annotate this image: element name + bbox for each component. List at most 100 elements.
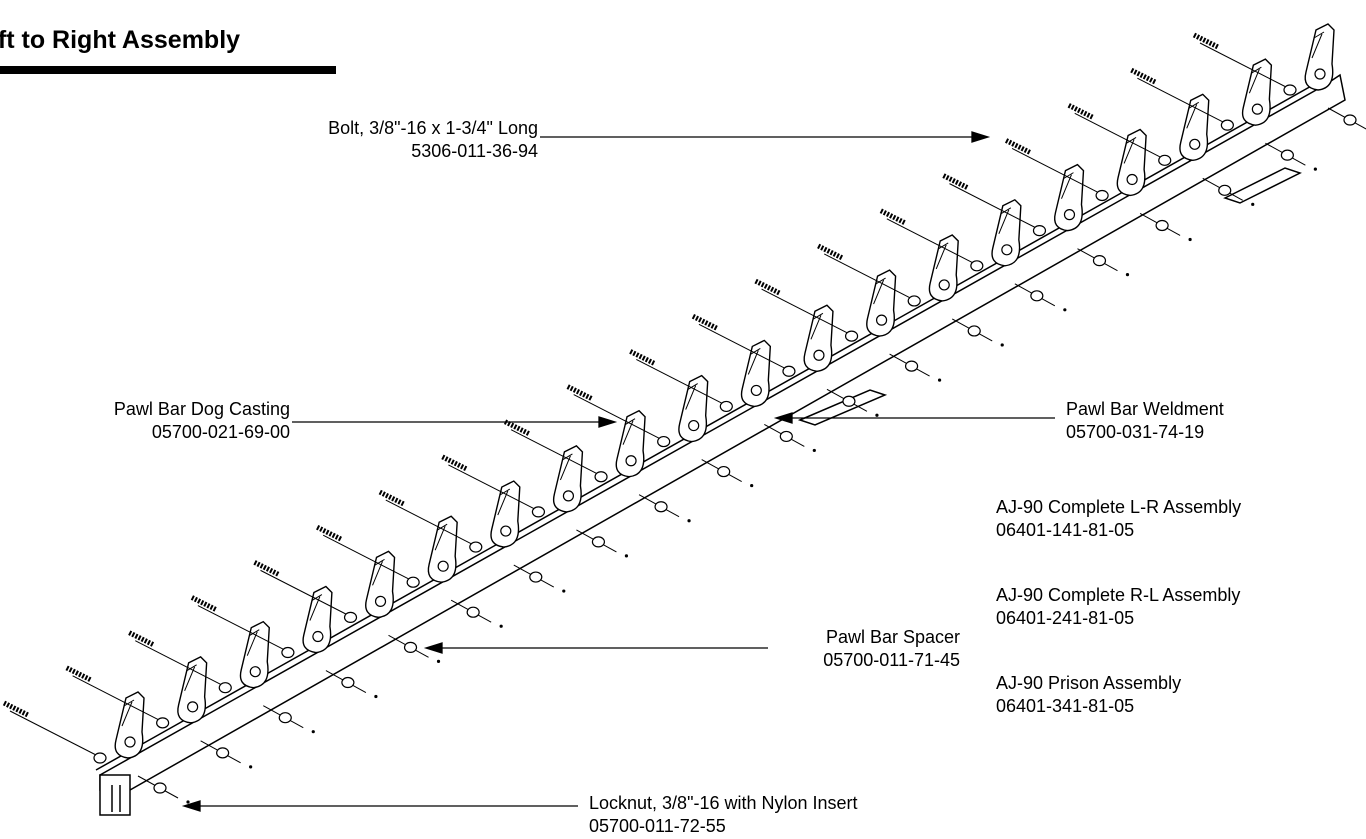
- washer: [1095, 189, 1109, 202]
- bolt-shank: [573, 394, 662, 441]
- dog-casting: [803, 304, 834, 372]
- bolt-shank: [385, 499, 475, 546]
- dog-slot-edge: [1061, 174, 1072, 199]
- bolt-shank: [886, 218, 976, 265]
- bolt-thread: [253, 560, 280, 577]
- dog-slot: [750, 347, 761, 355]
- spacer: [1280, 149, 1294, 161]
- spacer: [967, 325, 981, 337]
- dog-slot: [311, 594, 323, 601]
- dog-slot-edge: [559, 455, 571, 481]
- dog-casting: [302, 585, 333, 654]
- dog-casting: [365, 550, 396, 619]
- bolt-thread: [378, 489, 405, 507]
- spacer: [842, 395, 856, 407]
- bolt-thread: [128, 630, 155, 647]
- bolt-shank: [698, 323, 788, 370]
- dog-casting: [1179, 93, 1210, 162]
- washer: [343, 611, 358, 623]
- bolt-shank: [197, 605, 287, 651]
- bolt-shank: [1199, 42, 1289, 89]
- locknut-part-number: 05700-011-72-55: [589, 816, 726, 836]
- spacer: [153, 782, 167, 794]
- spacer: [278, 712, 292, 724]
- locknut: [499, 624, 503, 628]
- dog-casting: [427, 515, 458, 583]
- weldment-callout: Pawl Bar Weldment 05700-031-74-19: [1066, 398, 1224, 444]
- dog-casting: [928, 234, 959, 302]
- washer: [719, 400, 733, 413]
- spacer-callout: Pawl Bar Spacer 05700-011-71-45: [823, 626, 960, 672]
- dog-casting: [1241, 58, 1273, 126]
- bolt-thread: [503, 419, 531, 436]
- bolt-thread: [879, 208, 906, 226]
- bolt-thread: [2, 700, 30, 718]
- locknut: [1000, 343, 1004, 347]
- dog-pivot-hole: [1126, 173, 1138, 186]
- dog-pivot-hole: [562, 490, 575, 502]
- dog-slot-edge: [497, 490, 509, 516]
- dog-pivot-hole: [1251, 103, 1263, 115]
- dog-casting: [239, 620, 270, 689]
- weldment-part-number: 05700-031-74-19: [1066, 422, 1205, 442]
- locknut: [311, 730, 315, 734]
- assembly-lr-name: AJ-90 Complete L-R Assembly: [996, 497, 1242, 517]
- locknut: [1251, 202, 1255, 206]
- dog-pivot-hole: [312, 630, 324, 643]
- dog-pivot-hole: [187, 701, 199, 713]
- dog-slot-edge: [810, 315, 822, 340]
- dog-slot: [374, 558, 385, 566]
- bolt-shank: [1137, 77, 1226, 124]
- dog-casting: [114, 691, 145, 759]
- locknut: [937, 378, 942, 382]
- dog-slot: [1313, 31, 1325, 39]
- spacer-name: Pawl Bar Spacer: [825, 627, 960, 647]
- dog-slot: [937, 242, 949, 250]
- bolt-shank: [322, 534, 412, 581]
- dog-slot: [1251, 66, 1262, 74]
- dog-slot: [812, 312, 824, 320]
- washer: [93, 752, 107, 764]
- assembly-rl-name: AJ-90 Complete R-L Assembly: [996, 585, 1241, 605]
- washer: [782, 365, 796, 377]
- washer: [907, 295, 921, 307]
- dog-pivot-hole: [124, 736, 136, 748]
- washer: [281, 646, 295, 659]
- spacer: [216, 747, 230, 759]
- bolt-shank: [823, 253, 913, 300]
- washer: [1032, 225, 1047, 237]
- bolt-thread: [1067, 103, 1094, 120]
- locknut-name: Locknut, 3/8"-16 with Nylon Insert: [589, 793, 858, 813]
- dog-casting: [552, 445, 584, 513]
- bolt-arrowhead: [971, 131, 991, 143]
- bolt-shank: [761, 288, 850, 335]
- dog-slot-edge: [685, 385, 697, 410]
- spacer: [779, 430, 793, 443]
- assembly-rl-part-number: 06401-241-81-05: [996, 608, 1135, 628]
- spacer: [1155, 219, 1169, 232]
- dog-pivot-hole: [938, 279, 950, 291]
- bolt-thread: [629, 349, 656, 366]
- dog-casting: [991, 198, 1022, 267]
- bolt-shank: [260, 569, 349, 616]
- spacer: [1092, 255, 1107, 267]
- assembly-block-lr: AJ-90 Complete L-R Assembly 06401-141-81…: [996, 496, 1241, 542]
- dog-assembly: [1192, 23, 1366, 130]
- washer: [970, 260, 984, 272]
- dog-slot: [562, 453, 573, 461]
- assembly-block-prison: AJ-90 Prison Assembly 06401-341-81-05: [996, 672, 1181, 718]
- dog-casting: [1054, 163, 1085, 232]
- spacer: [654, 501, 668, 513]
- washer: [406, 576, 420, 588]
- washer: [1220, 119, 1234, 131]
- locknut-arrowhead: [181, 800, 201, 812]
- dog-pivot-hole: [437, 560, 449, 572]
- locknut-callout: Locknut, 3/8"-16 with Nylon Insert 05700…: [589, 792, 858, 838]
- dog-slot-edge: [372, 561, 383, 586]
- locknut: [1125, 273, 1130, 277]
- page-title: eft to Right Assembly: [0, 26, 241, 54]
- washer: [469, 541, 483, 553]
- washer: [156, 717, 170, 729]
- locknut: [436, 659, 441, 663]
